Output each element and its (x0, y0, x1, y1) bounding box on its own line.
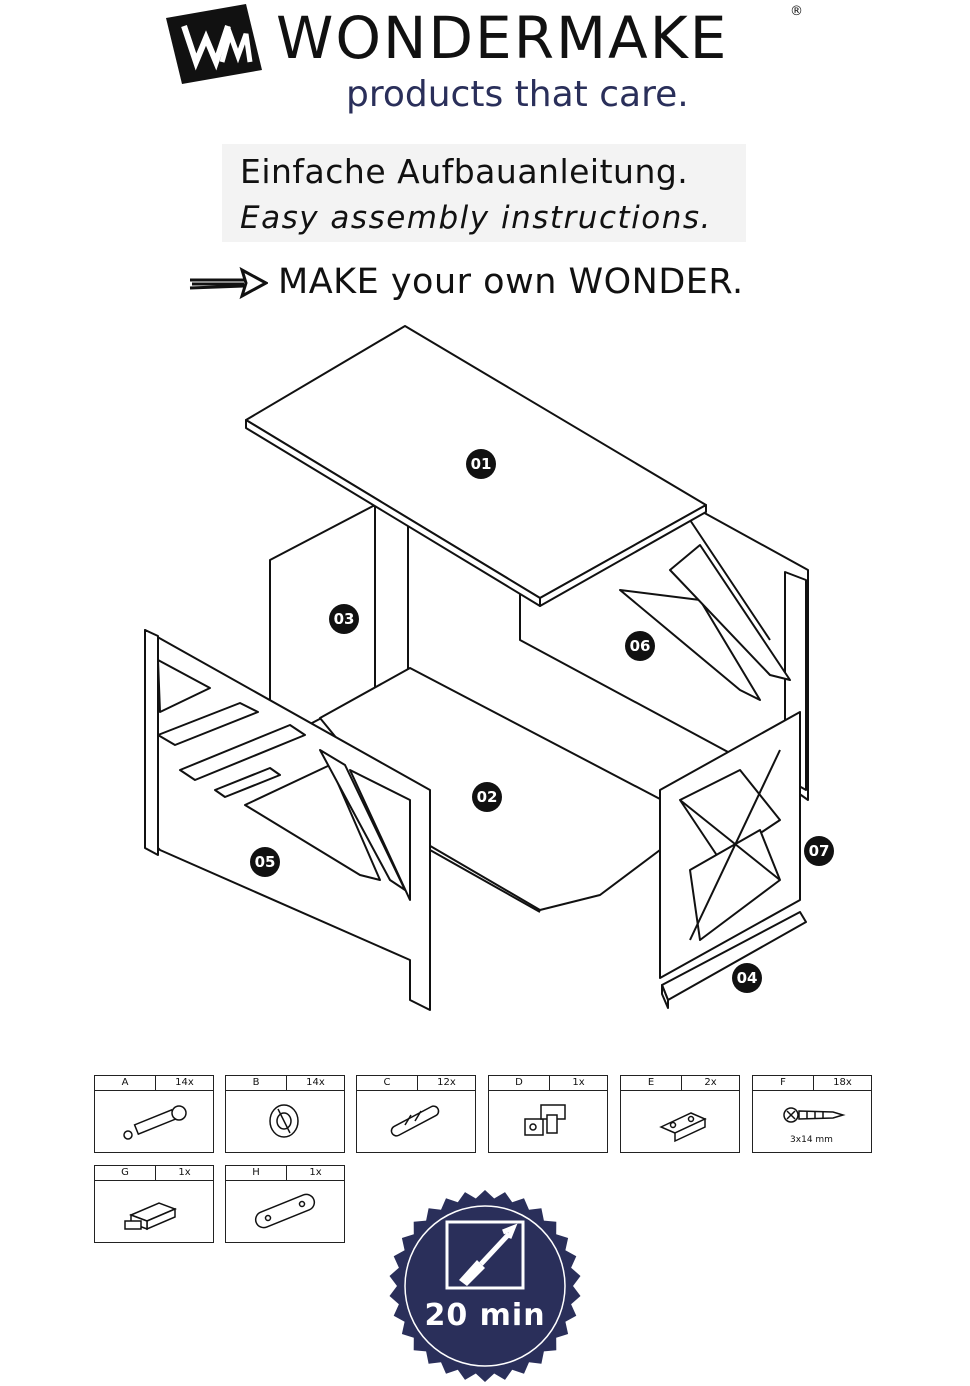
label-03: 03 (334, 610, 355, 628)
latch-icon (524, 1104, 566, 1136)
title-german: Einfache Aufbauanleitung. (240, 152, 689, 191)
screw-icon (783, 1107, 846, 1123)
label-06: 06 (630, 637, 651, 655)
registered-mark: ® (790, 4, 803, 19)
slogan: MAKE your own WONDER. (278, 262, 744, 302)
wondermake-logo (166, 4, 262, 84)
assembly-time-badge (389, 1190, 581, 1382)
assembly-time-label: 20 min (424, 1298, 546, 1333)
label-04: 04 (737, 969, 758, 987)
strike-plate-icon (254, 1193, 316, 1229)
arrow-right-icon (189, 266, 268, 300)
cam-bolt-icon (123, 1105, 187, 1140)
label-05: 05 (255, 853, 276, 871)
exploded-assembly-drawing: 01 02 03 04 05 06 07 (144, 325, 834, 1011)
brand-name: WONDERMAKE (276, 4, 729, 72)
instructions-box (222, 144, 746, 242)
magnetic-catch-icon (124, 1202, 178, 1231)
wooden-dowel-icon (390, 1105, 440, 1137)
title-english: Easy assembly instructions. (240, 200, 712, 236)
screwdriver-icon (445, 1220, 525, 1290)
brand-tagline: products that care. (346, 74, 689, 115)
hinge-icon (659, 1112, 707, 1143)
label-02: 02 (477, 788, 498, 806)
label-07: 07 (809, 842, 830, 860)
cam-lock-icon (269, 1104, 299, 1138)
label-01: 01 (471, 455, 492, 473)
